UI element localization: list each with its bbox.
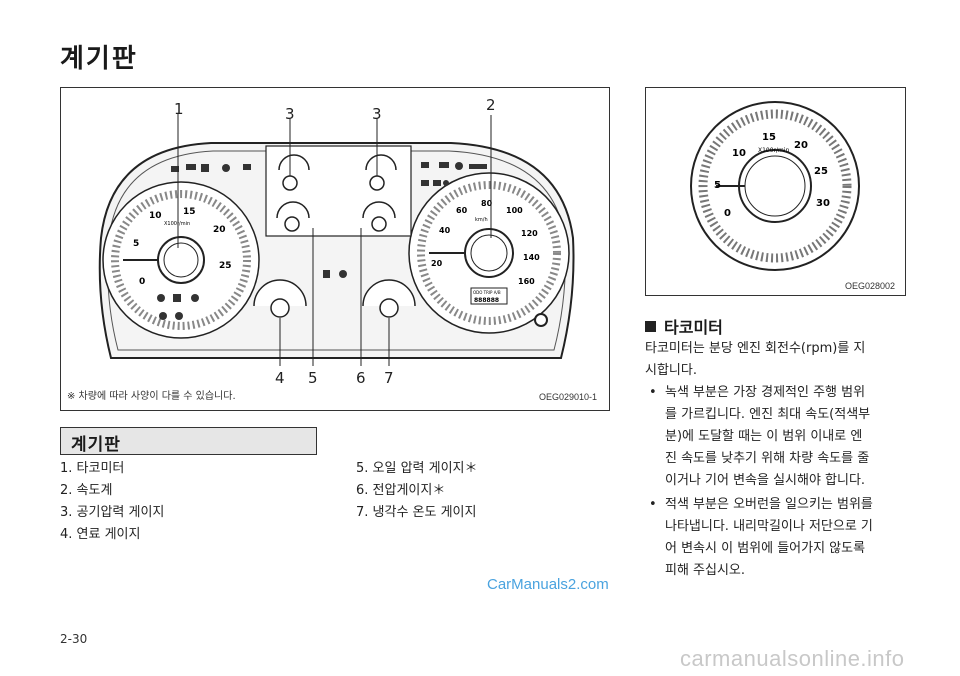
tacho-tick-0: 0 bbox=[139, 277, 145, 287]
tacho-intro: 타코미터는 분당 엔진 회전수(rpm)를 지 시합니다. bbox=[645, 341, 866, 378]
warning-lamp-cluster bbox=[157, 162, 548, 327]
list-item: 7. 냉각수 온도 게이지 bbox=[356, 505, 477, 520]
square-bullet-icon bbox=[645, 321, 656, 332]
tacho-tick-5: 5 bbox=[133, 239, 139, 249]
detail-tick-5: 5 bbox=[714, 180, 721, 191]
list-item: 2. 속도계 bbox=[60, 483, 113, 498]
callout-1: 1 bbox=[174, 100, 184, 118]
figure-code-tacho: OEG028002 bbox=[845, 281, 896, 291]
list-item: 4. 연료 게이지 bbox=[60, 527, 141, 542]
list-item: 3. 공기압력 게이지 bbox=[60, 505, 165, 520]
speedo-tick-20: 20 bbox=[431, 259, 443, 268]
section-header: 계기판 bbox=[60, 427, 317, 455]
component-list-right: 5. 오일 압력 게이지＊ 6. 전압게이지＊ 7. 냉각수 온도 게이지 bbox=[356, 458, 478, 524]
detail-tick-25: 25 bbox=[814, 166, 828, 177]
list-item: 1. 타코미터 bbox=[60, 461, 125, 476]
tachometer-detail-figure: 0 5 10 15 20 25 30 X100r/min OEG028002 bbox=[645, 87, 906, 296]
bullet-green-zone: • 녹색 부분은 가장 경제적인 주행 범위 를 가르킵니다. 엔진 최대 속도… bbox=[645, 382, 905, 492]
figure-note: ※ 차량에 따라 사양이 다를 수 있습니다. bbox=[67, 391, 236, 402]
detail-tick-30: 30 bbox=[816, 198, 830, 209]
voltmeter-gauge bbox=[362, 201, 396, 232]
speedo-tick-40: 40 bbox=[439, 226, 451, 235]
bullet-dot-icon: • bbox=[649, 385, 657, 400]
speedo-tick-100: 100 bbox=[506, 206, 523, 215]
detail-tick-15: 15 bbox=[762, 132, 776, 143]
speedo-tick-140: 140 bbox=[523, 253, 540, 262]
speedo-tick-80: 80 bbox=[481, 199, 493, 208]
speedo-tick-120: 120 bbox=[521, 229, 538, 238]
detail-tick-20: 20 bbox=[794, 140, 808, 151]
bullet-dot-icon: • bbox=[649, 497, 657, 512]
callout-3b: 3 bbox=[372, 105, 382, 123]
instrument-cluster-figure: 0 5 10 15 20 25 X100r/min 20 40 60 80 10… bbox=[60, 87, 610, 411]
air-pressure-gauge-left bbox=[278, 154, 310, 191]
odo-digits: 888888 bbox=[474, 297, 499, 304]
tacho-tick-15: 15 bbox=[183, 207, 196, 217]
detail-tick-0: 0 bbox=[724, 208, 731, 219]
list-item: 6. 전압게이지＊ bbox=[356, 483, 446, 498]
oil-pressure-gauge bbox=[276, 201, 310, 232]
tacho-detail-illustration: 0 5 10 15 20 25 30 X100r/min bbox=[690, 101, 860, 271]
detail-tick-10: 10 bbox=[732, 148, 746, 159]
callout-7: 7 bbox=[384, 369, 394, 387]
footer-watermark: carmanualsonline.info bbox=[680, 646, 905, 671]
page-number: 2-30 bbox=[60, 632, 88, 646]
leader-lines bbox=[177, 113, 492, 366]
callout-2: 2 bbox=[486, 96, 496, 114]
callout-6: 6 bbox=[356, 369, 366, 387]
tacho-tick-25: 25 bbox=[219, 261, 232, 271]
page-title: 계기판 bbox=[60, 44, 138, 74]
speedo-unit: km/h bbox=[475, 217, 488, 223]
tacho-heading: 타코미터 bbox=[645, 314, 723, 338]
callout-5: 5 bbox=[308, 369, 318, 387]
tacho-unit: X100r/min bbox=[164, 221, 190, 227]
tacho-tick-10: 10 bbox=[149, 211, 162, 221]
bullet-red-zone: • 적색 부분은 오버런을 일으키는 범위를 나타냅니다. 내리막길이나 저단으… bbox=[645, 494, 905, 582]
fuel-gauge bbox=[253, 279, 307, 318]
speedometer: 20 40 60 80 100 120 140 160 km/h ODO TRI… bbox=[408, 172, 570, 334]
watermark-link[interactable]: CarManuals2.com bbox=[487, 576, 609, 593]
callout-3a: 3 bbox=[285, 105, 295, 123]
list-item: 5. 오일 압력 게이지＊ bbox=[356, 461, 478, 476]
cluster-illustration: 0 5 10 15 20 25 X100r/min 20 40 60 80 10… bbox=[98, 113, 575, 366]
component-list-left: 1. 타코미터 2. 속도계 3. 공기압력 게이지 4. 연료 게이지 bbox=[60, 458, 164, 546]
odo-label: ODO TRIP A/B bbox=[473, 290, 501, 295]
detail-unit: X100r/min bbox=[758, 147, 790, 154]
figure-code-main: OEG029010-1 bbox=[539, 392, 598, 402]
tachometer: 0 5 10 15 20 25 X100r/min bbox=[102, 181, 260, 339]
speedo-tick-160: 160 bbox=[518, 277, 535, 286]
section-title: 계기판 bbox=[71, 435, 121, 455]
speedo-tick-60: 60 bbox=[456, 206, 468, 215]
coolant-temp-gauge bbox=[362, 279, 416, 318]
callout-4: 4 bbox=[275, 369, 285, 387]
air-pressure-gauge-right bbox=[365, 154, 397, 191]
tacho-tick-20: 20 bbox=[213, 225, 226, 235]
